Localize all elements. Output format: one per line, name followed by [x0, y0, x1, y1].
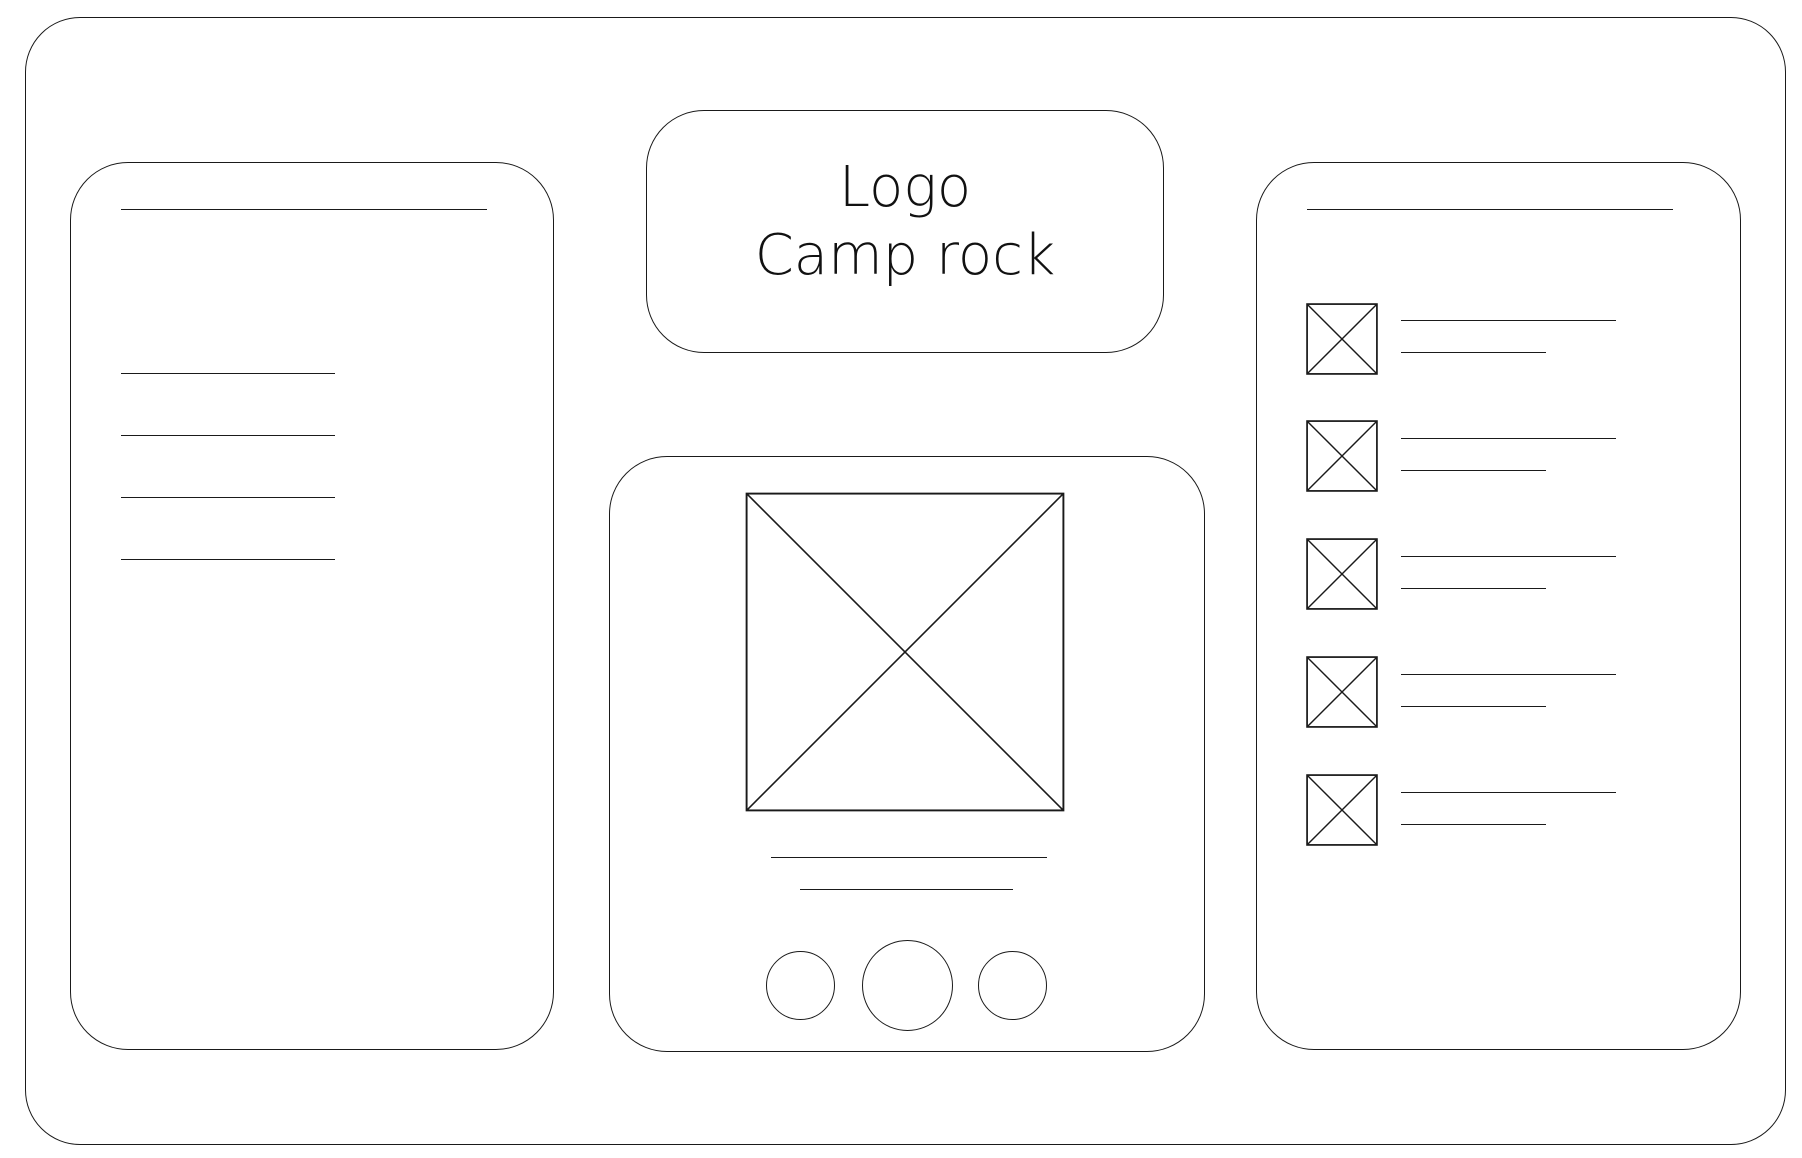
logo-label: Logo: [838, 155, 972, 220]
logo-site-name: Camp rock: [754, 223, 1056, 288]
right-sidebar: [1256, 162, 1741, 1050]
list-item-title-line: [1401, 792, 1616, 793]
image-placeholder-icon: [1306, 420, 1378, 492]
image-placeholder-icon: [1306, 656, 1378, 728]
sidebar-nav-item-2[interactable]: [121, 435, 335, 436]
sidebar-nav-item-1[interactable]: [121, 373, 335, 374]
image-placeholder-icon: [1306, 774, 1378, 846]
image-placeholder-icon: [1306, 538, 1378, 610]
list-item-subtitle-line: [1401, 706, 1546, 707]
sidebar-nav-item-3[interactable]: [121, 497, 335, 498]
list-item-subtitle-line: [1401, 352, 1546, 353]
logo-box[interactable]: Logo Camp rock: [646, 110, 1164, 353]
content-title-line: [771, 857, 1047, 858]
list-item-title-line: [1401, 556, 1616, 557]
list-item-subtitle-line: [1401, 470, 1546, 471]
image-placeholder-icon: [745, 492, 1065, 812]
list-item-subtitle-line: [1401, 824, 1546, 825]
content-subtitle-line: [800, 889, 1013, 890]
carousel-dot-next[interactable]: [978, 951, 1047, 1020]
image-placeholder-icon: [1306, 303, 1378, 375]
left-sidebar: [70, 162, 554, 1050]
right-sidebar-heading: [1307, 209, 1673, 210]
list-item-subtitle-line: [1401, 588, 1546, 589]
list-item-title-line: [1401, 438, 1616, 439]
sidebar-nav-item-4[interactable]: [121, 559, 335, 560]
list-item-title-line: [1401, 674, 1616, 675]
carousel-dot-prev[interactable]: [766, 951, 835, 1020]
left-sidebar-heading: [121, 209, 487, 210]
carousel-dot-active[interactable]: [862, 940, 953, 1031]
list-item-title-line: [1401, 320, 1616, 321]
